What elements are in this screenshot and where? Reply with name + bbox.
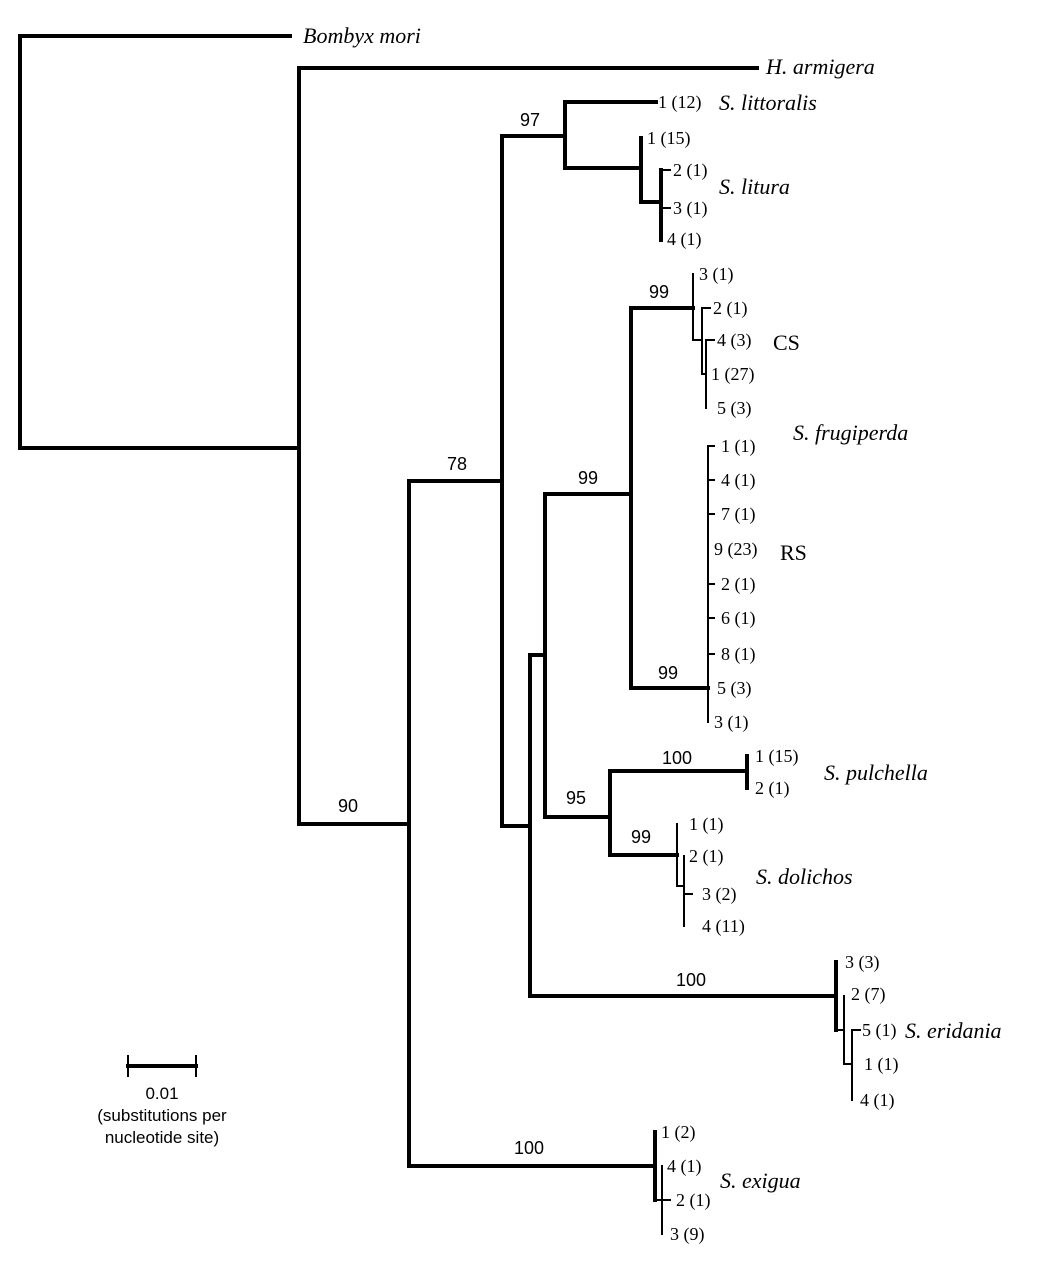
haplotype-label: 4 (1)	[667, 229, 702, 250]
haplotype-label: 1 (1)	[864, 1054, 899, 1075]
taxon-s-pulchella: S. pulchella	[824, 760, 928, 785]
scale-bar	[126, 1055, 198, 1077]
haplotype-label: 2 (7)	[851, 984, 886, 1005]
haplotype-label: 3 (1)	[699, 264, 734, 285]
haplotype-label: 3 (9)	[670, 1224, 705, 1245]
root-branches	[18, 34, 759, 826]
haplotype-label: 1 (1)	[721, 436, 756, 457]
spodoptera-branches	[407, 100, 861, 1235]
haplotype-label: 2 (1)	[755, 778, 790, 799]
bootstrap-90: 90	[338, 796, 358, 816]
haplotype-label: 8 (1)	[721, 644, 756, 665]
haplotype-label: 5 (3)	[717, 678, 752, 699]
haplotype-label: 7 (1)	[721, 504, 756, 525]
taxon-s-dolichos: S. dolichos	[756, 864, 853, 889]
bootstrap-99-dolichos: 99	[631, 827, 651, 847]
haplotype-label: 1 (2)	[661, 1122, 696, 1143]
haplotype-label: 4 (1)	[860, 1090, 895, 1111]
haplotype-label: 1 (27)	[711, 364, 755, 385]
bootstrap-95: 95	[566, 788, 586, 808]
bootstrap-99-cs: 99	[649, 282, 669, 302]
scale-unit-line1: (substitutions per	[97, 1106, 227, 1125]
taxon-s-eridania: S. eridania	[905, 1018, 1002, 1043]
taxon-s-litura: S. litura	[719, 174, 790, 199]
taxon-s-exigua: S. exigua	[720, 1168, 801, 1193]
haplotype-label: 3 (1)	[714, 712, 749, 733]
haplotype-label: 2 (1)	[676, 1190, 711, 1211]
bootstrap-100-eridania: 100	[676, 970, 706, 990]
haplotype-label: 4 (1)	[667, 1156, 702, 1177]
bootstrap-97: 97	[520, 110, 540, 130]
haplotype-labels: 1 (12) 1 (15) 2 (1) 3 (1) 4 (1) 3 (1) 2 …	[647, 92, 899, 1245]
bootstrap-78: 78	[447, 454, 467, 474]
haplotype-label: 9 (23)	[714, 539, 758, 560]
haplotype-label: 2 (1)	[673, 160, 708, 181]
haplotype-label: 5 (1)	[862, 1020, 897, 1041]
haplotype-label: 2 (1)	[721, 574, 756, 595]
bootstrap-99-frugiperda: 99	[578, 468, 598, 488]
bootstrap-100-exigua: 100	[514, 1138, 544, 1158]
group-label-cs: CS	[773, 330, 800, 355]
bootstrap-99-rs: 99	[658, 663, 678, 683]
haplotype-label: 1 (15)	[755, 746, 799, 767]
taxon-h-armigera: H. armigera	[765, 54, 875, 79]
taxon-s-littoralis: S. littoralis	[719, 90, 817, 115]
scale-unit-line2: nucleotide site)	[105, 1128, 219, 1147]
haplotype-label: 1 (15)	[647, 128, 691, 149]
haplotype-label: 2 (1)	[713, 298, 748, 319]
taxon-s-frugiperda: S. frugiperda	[793, 420, 908, 445]
haplotype-label: 4 (1)	[721, 470, 756, 491]
haplotype-label: 2 (1)	[689, 846, 724, 867]
haplotype-label: 1 (1)	[689, 814, 724, 835]
haplotype-label: 3 (3)	[845, 952, 880, 973]
scale-value: 0.01	[145, 1084, 178, 1103]
group-label-rs: RS	[780, 540, 807, 565]
haplotype-label: 1 (12)	[658, 92, 702, 113]
haplotype-label: 3 (2)	[702, 884, 737, 905]
haplotype-label: 5 (3)	[717, 398, 752, 419]
haplotype-label: 3 (1)	[673, 198, 708, 219]
haplotype-label: 6 (1)	[721, 608, 756, 629]
haplotype-label: 4 (3)	[717, 330, 752, 351]
taxon-bombyx-mori: Bombyx mori	[303, 23, 421, 48]
bootstrap-100-pulchella: 100	[662, 748, 692, 768]
haplotype-label: 4 (11)	[702, 916, 745, 937]
